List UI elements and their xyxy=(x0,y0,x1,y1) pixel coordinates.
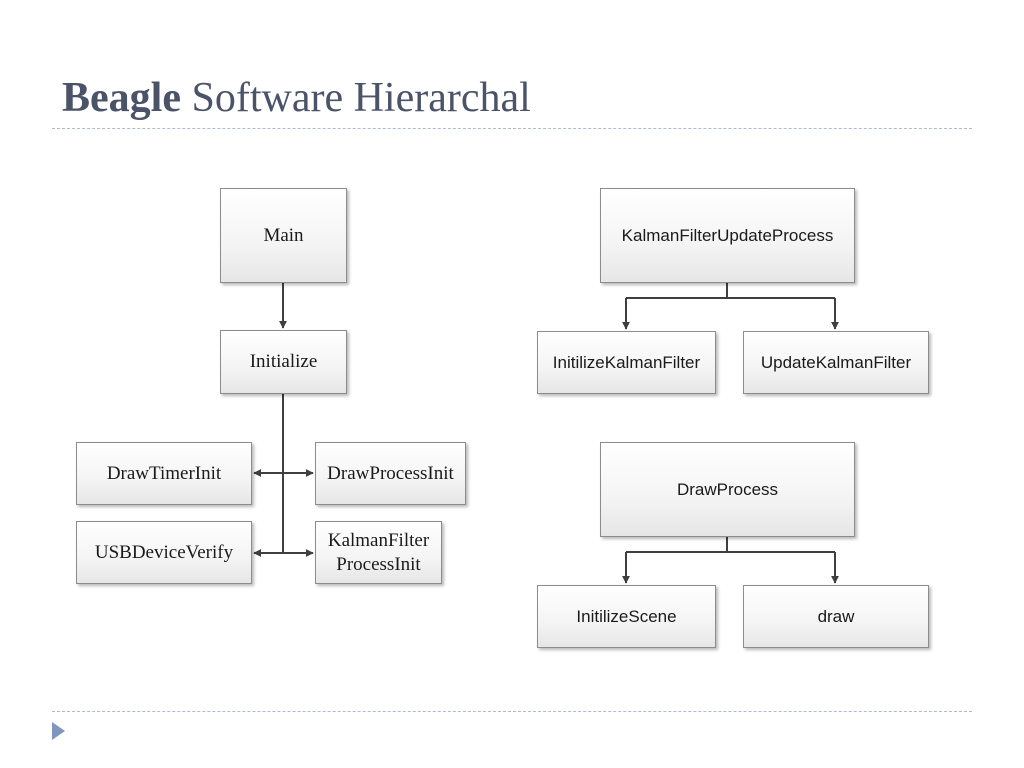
node-initialize-kalman-filter-label: InitilizeKalmanFilter xyxy=(552,352,701,372)
slide-title-bold: Beagle xyxy=(62,75,181,121)
node-draw-timer-init: DrawTimerInit xyxy=(76,442,252,505)
node-draw-process-init: DrawProcessInit xyxy=(315,442,466,505)
slide-title: Beagle Software Hierarchal xyxy=(62,70,531,126)
title-divider xyxy=(52,128,972,129)
node-draw-label: draw xyxy=(817,606,855,626)
node-main-label: Main xyxy=(263,224,304,246)
node-draw-process-label: DrawProcess xyxy=(676,479,779,499)
node-draw-timer-init-label: DrawTimerInit xyxy=(106,462,222,484)
node-main: Main xyxy=(220,188,347,283)
node-draw-process-init-label: DrawProcessInit xyxy=(327,462,454,484)
node-initialize-scene-label: InitilizeScene xyxy=(576,606,677,626)
node-initialize-kalman-filter: InitilizeKalmanFilter xyxy=(537,331,716,394)
node-draw-process: DrawProcess xyxy=(600,442,855,537)
slide-title-rest: Software Hierarchal xyxy=(191,75,531,121)
slide-bullet-icon xyxy=(52,722,65,740)
node-kalman-filter-process-init-line2: ProcessInit xyxy=(336,553,421,575)
node-kalman-filter-update-process: KalmanFilterUpdateProcess xyxy=(600,188,855,283)
node-initialize-scene: InitilizeScene xyxy=(537,585,716,648)
node-update-kalman-filter-label: UpdateKalmanFilter xyxy=(760,352,912,372)
node-kalman-filter-update-process-label: KalmanFilterUpdateProcess xyxy=(621,225,834,245)
node-kalman-filter-process-init: KalmanFilter ProcessInit xyxy=(315,521,442,584)
node-initialize-label: Initialize xyxy=(249,351,318,372)
node-draw: draw xyxy=(743,585,929,648)
node-kalman-filter-process-init-line1: KalmanFilter xyxy=(327,529,430,551)
node-usb-device-verify-label: USBDeviceVerify xyxy=(94,541,234,563)
node-usb-device-verify: USBDeviceVerify xyxy=(76,521,252,584)
node-initialize: Initialize xyxy=(220,330,347,394)
footer-divider xyxy=(52,711,972,712)
node-update-kalman-filter: UpdateKalmanFilter xyxy=(743,331,929,394)
